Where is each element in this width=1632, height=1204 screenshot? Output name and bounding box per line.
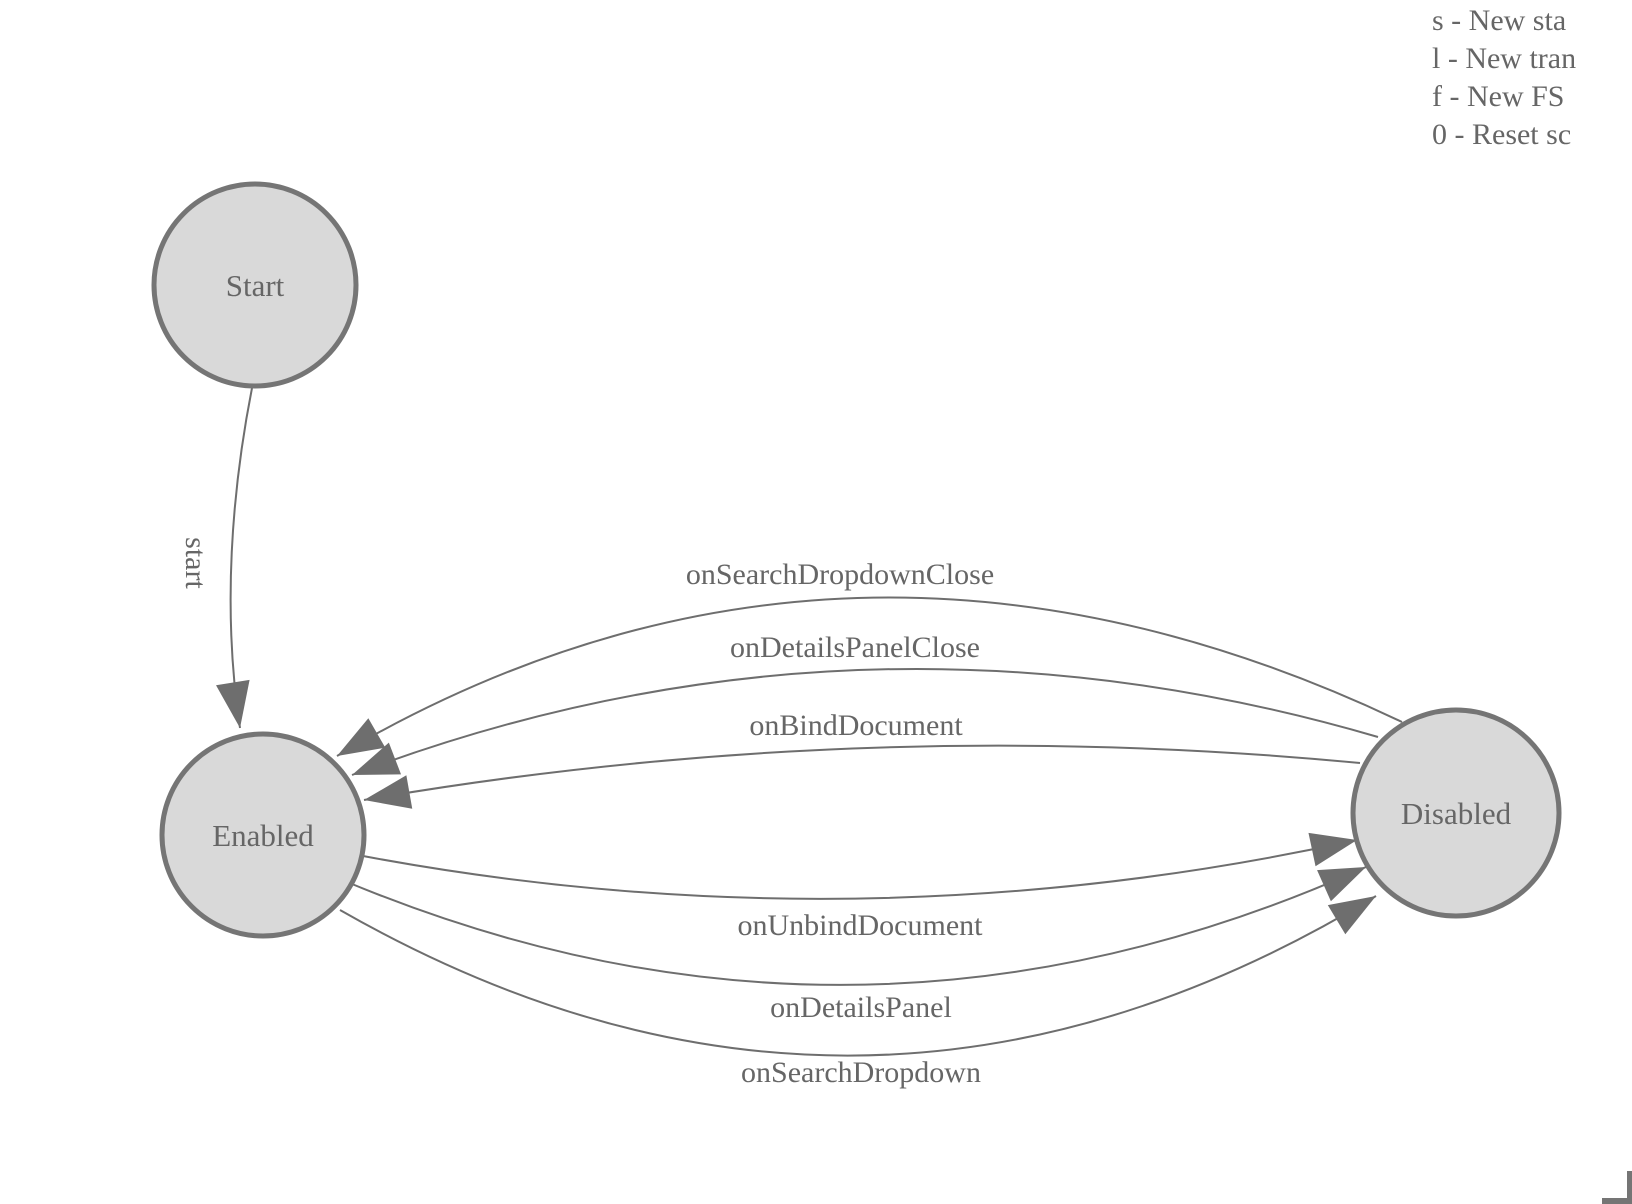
transition-path[interactable]	[351, 866, 1367, 986]
state-enabled[interactable]: Enabled	[159, 731, 367, 939]
arrowhead-icon	[216, 679, 250, 728]
transition-path[interactable]	[351, 667, 1379, 776]
legend-line-new-state: s - New sta	[1432, 4, 1567, 37]
transition-path[interactable]	[229, 387, 253, 729]
transition-path[interactable]	[362, 839, 1358, 900]
transition-path[interactable]	[339, 895, 1377, 1057]
arrowhead-icon	[1308, 832, 1357, 867]
state-label: Disabled	[1401, 796, 1512, 831]
transition-label: onDetailsPanelClose	[730, 631, 980, 664]
transition-path[interactable]	[336, 596, 1403, 757]
legend-line-reset: 0 - Reset sc	[1432, 118, 1572, 151]
transition-label: onSearchDropdownClose	[686, 558, 994, 591]
transition-onBindDocument[interactable]: onBindDocument	[361, 709, 1361, 817]
legend-line-new-fsm: f - New FS	[1432, 80, 1565, 113]
transition-onUnbindDocument[interactable]: onUnbindDocument	[362, 823, 1361, 942]
arrowhead-icon	[1327, 896, 1376, 935]
paper-corner-vertical-bar	[1627, 1171, 1632, 1204]
transition-label: onDetailsPanel	[770, 991, 952, 1024]
state-label: Start	[226, 268, 285, 303]
transition-label: start	[179, 537, 212, 589]
shortcut-legend: s - New sta l - New tran f - New FS 0 - …	[1432, 2, 1576, 154]
state-circle[interactable]	[159, 731, 367, 939]
state-start[interactable]: Start	[151, 181, 359, 389]
transition-onDetailsPanelClose[interactable]: onDetailsPanelClose	[346, 631, 1379, 791]
paper-corner-horizontal-bar	[1602, 1198, 1632, 1204]
state-circle[interactable]	[1350, 707, 1562, 919]
arrowhead-icon	[1317, 867, 1366, 902]
transition-label: onBindDocument	[749, 709, 963, 742]
transition-onSearchDropdown[interactable]: onSearchDropdown	[339, 881, 1385, 1089]
transition-path[interactable]	[363, 744, 1361, 801]
transition-label: onSearchDropdown	[741, 1056, 981, 1089]
transition-start[interactable]: start	[179, 387, 257, 731]
arrowhead-icon	[352, 742, 402, 775]
transition-label: onUnbindDocument	[738, 909, 984, 942]
arrowhead-icon	[364, 775, 413, 809]
transition-onDetailsPanel[interactable]: onDetailsPanel	[351, 851, 1373, 1024]
transition-onSearchDropdownClose[interactable]: onSearchDropdownClose	[329, 558, 1403, 771]
state-disabled[interactable]: Disabled	[1350, 707, 1562, 919]
legend-line-new-transition: l - New tran	[1432, 42, 1577, 75]
paper-corner-mark	[1602, 1171, 1632, 1204]
state-circle[interactable]	[151, 181, 359, 389]
arrowhead-icon	[337, 718, 386, 756]
state-label: Enabled	[212, 818, 314, 853]
